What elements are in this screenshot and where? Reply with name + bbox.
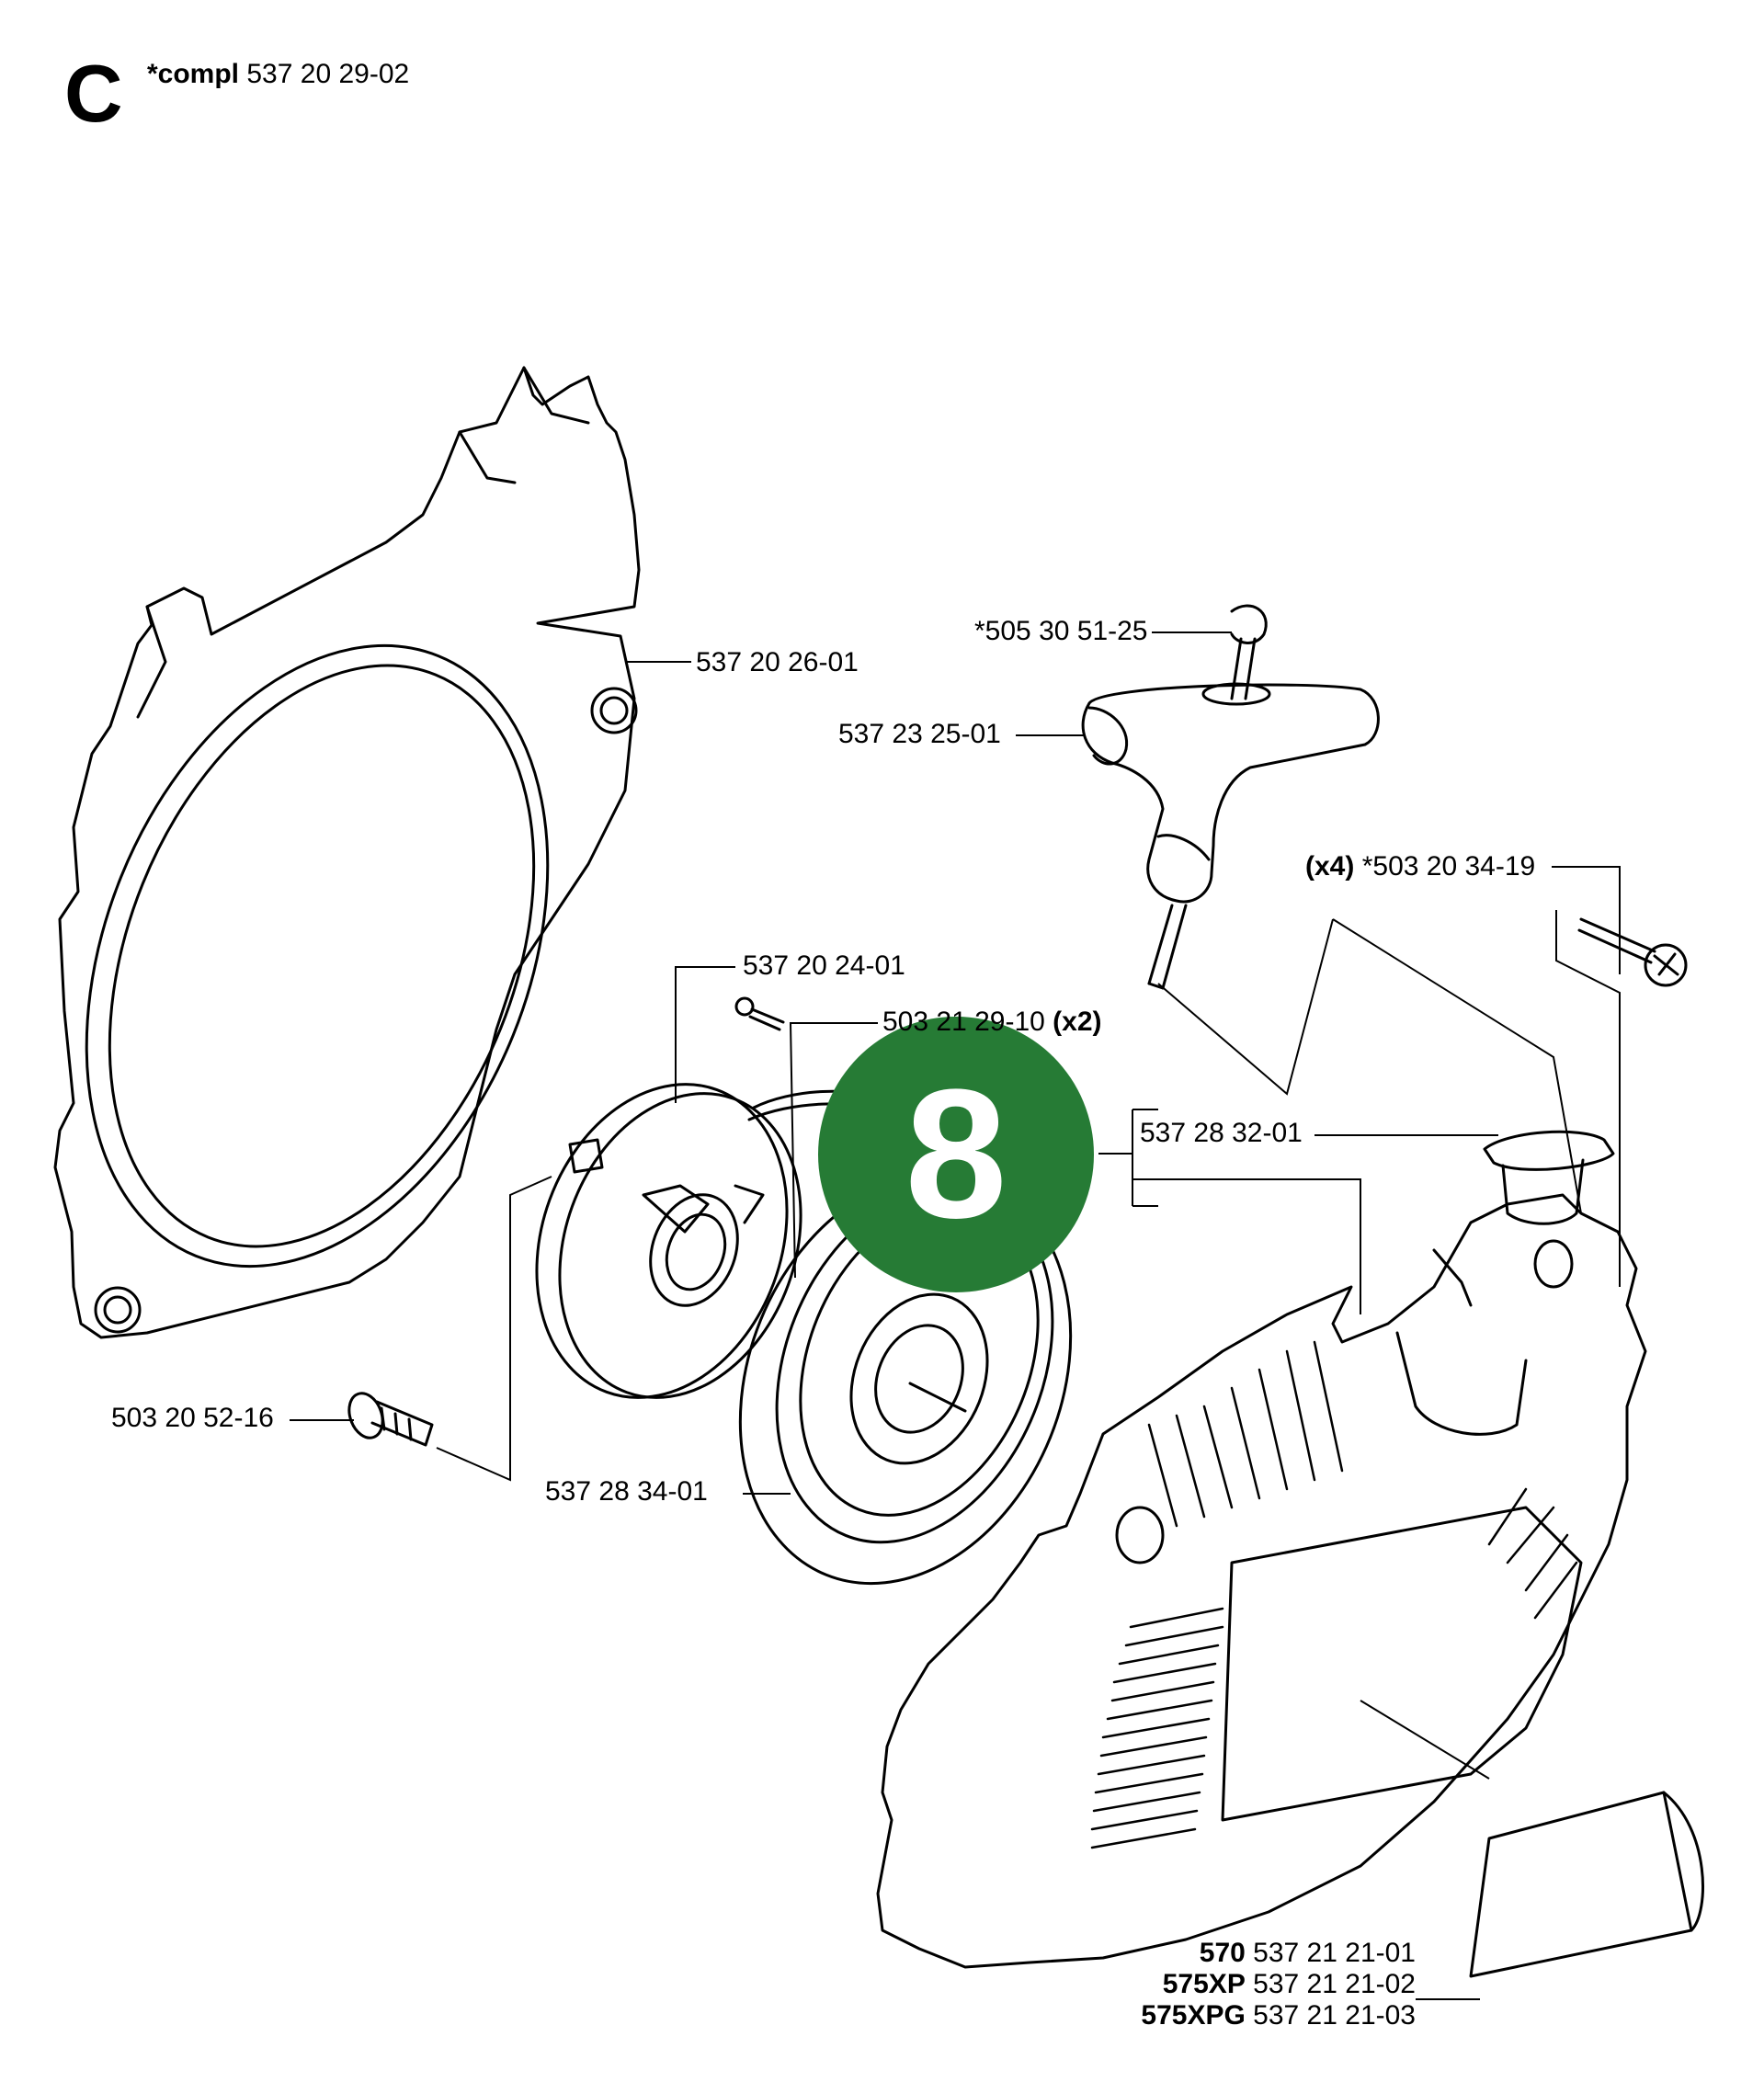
compl-number: 537 20 29-02 (246, 59, 410, 89)
badge-number: 8 (818, 1017, 1094, 1292)
label-bolt: 503 20 52-16 (111, 1403, 274, 1433)
leader-bolt-bracket (436, 1176, 552, 1482)
housing-variant-575xp: 575XP 537 21 21-02 (1066, 1971, 1416, 1998)
screw-x4-drawing (1577, 917, 1688, 987)
label-pulley: 537 20 24-01 (743, 950, 905, 981)
label-bushing: 537 28 32-01 (1140, 1118, 1303, 1148)
pulley-drawing (535, 1083, 802, 1399)
label-cover: 537 20 26-01 (696, 647, 859, 677)
leader-handle-bracket (1157, 918, 1582, 1214)
label-screw-x2-qty: (x2) (1053, 1007, 1102, 1037)
leader-screw-x4 (1552, 866, 1621, 1287)
label-screw-x2-number: 503 21 29-10 (882, 1007, 1045, 1037)
screw-x2-drawing (734, 996, 785, 1031)
leader-screw-x2 (789, 1022, 878, 1279)
label-screw-x2: 503 21 29-10 (x2) (882, 1008, 1102, 1036)
starter-housing-drawing (876, 1193, 1647, 1969)
variant-model: 575XP (1162, 1969, 1246, 1999)
leader-pulley (675, 966, 735, 1103)
leader-bushing-bracket (1098, 1109, 1361, 1314)
fan-cover-drawing (53, 366, 641, 1339)
section-letter: C (64, 48, 123, 139)
variant-model: 570 (1199, 1938, 1246, 1968)
bushing-drawing (1483, 1130, 1615, 1225)
variant-number: 537 21 21-02 (1253, 1969, 1416, 1999)
label-handle: 537 23 25-01 (838, 719, 1001, 749)
starter-handle-drawing (1081, 604, 1380, 990)
variant-number: 537 21 21-01 (1253, 1938, 1416, 1968)
housing-variant-570: 570 537 21 21-01 (1066, 1940, 1416, 1967)
label-screw-x4-qty: (x4) (1305, 851, 1355, 882)
housing-variant-575xpg: 575XPG 537 21 21-03 (1066, 2002, 1416, 2030)
complete-assembly-label: *compl 537 20 29-02 (147, 59, 409, 90)
label-screw-x4: (x4) *503 20 34-19 (1305, 853, 1535, 881)
variant-number: 537 21 21-03 (1253, 2000, 1416, 2031)
leader-housing (1360, 1700, 1490, 2000)
label-rope-clip: *505 30 51-25 (974, 616, 1148, 646)
label-screw-x4-number: *503 20 34-19 (1361, 851, 1536, 882)
housing-end-drawing (1469, 1791, 1704, 1978)
label-spring: 537 28 34-01 (545, 1476, 708, 1507)
bolt-drawing (347, 1392, 434, 1447)
variant-model: 575XPG (1141, 2000, 1246, 2031)
compl-prefix: *compl (147, 59, 240, 89)
